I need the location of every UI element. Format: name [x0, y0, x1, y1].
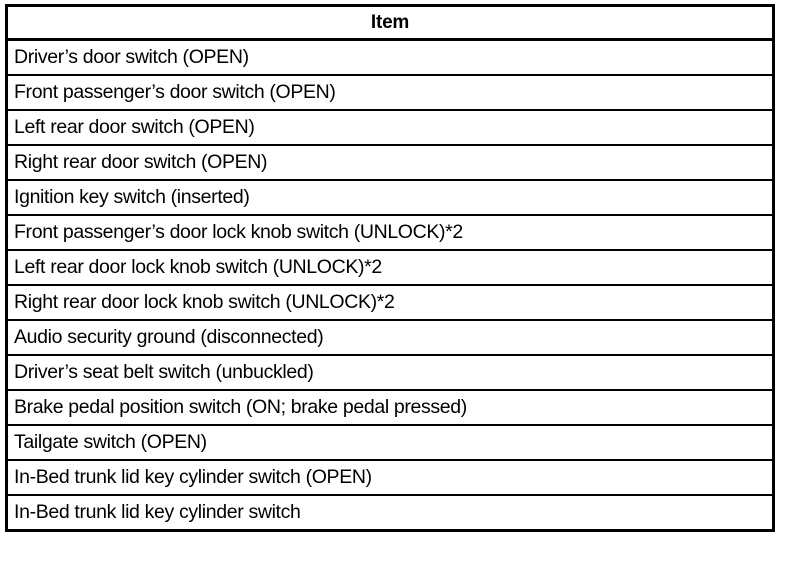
table-row: Tailgate switch (OPEN): [8, 424, 772, 460]
table-cell-item: Driver’s seat belt switch (unbuckled): [8, 354, 772, 390]
table-row: In-Bed trunk lid key cylinder switch: [8, 494, 772, 529]
table-row: Ignition key switch (inserted): [8, 179, 772, 215]
table-cell-item: Front passenger’s door lock knob switch …: [8, 214, 772, 250]
table-row: Right rear door lock knob switch (UNLOCK…: [8, 284, 772, 320]
table-cell-item: Tailgate switch (OPEN): [8, 424, 772, 460]
table-header: Item: [8, 7, 772, 41]
table-cell-item: In-Bed trunk lid key cylinder switch: [8, 494, 772, 529]
table-header-row: Item: [8, 7, 772, 41]
table-cell-item: Brake pedal position switch (ON; brake p…: [8, 389, 772, 425]
table-row: Front passenger’s door switch (OPEN): [8, 74, 772, 110]
table-cell-item: Audio security ground (disconnected): [8, 319, 772, 355]
table-row: Driver’s door switch (OPEN): [8, 40, 772, 76]
table-row: Driver’s seat belt switch (unbuckled): [8, 354, 772, 390]
table-cell-item: Right rear door switch (OPEN): [8, 144, 772, 180]
table-row: Audio security ground (disconnected): [8, 319, 772, 355]
item-table-container: Item Driver’s door switch (OPEN) Front p…: [5, 4, 775, 532]
table-cell-item: Left rear door lock knob switch (UNLOCK)…: [8, 249, 772, 285]
item-table: Item Driver’s door switch (OPEN) Front p…: [8, 7, 772, 529]
table-cell-item: Driver’s door switch (OPEN): [14, 45, 249, 68]
table-cell-item: Ignition key switch (inserted): [8, 179, 772, 215]
table-row: Front passenger’s door lock knob switch …: [8, 214, 772, 250]
table-cell-item: In-Bed trunk lid key cylinder switch (OP…: [8, 459, 772, 495]
table-row: Left rear door switch (OPEN): [8, 109, 772, 145]
table-body: Driver’s door switch (OPEN) Front passen…: [8, 40, 772, 529]
table-row: Brake pedal position switch (ON; brake p…: [8, 389, 772, 425]
table-cell-item: Left rear door switch (OPEN): [8, 109, 772, 145]
table-cell-item: Right rear door lock knob switch (UNLOCK…: [8, 284, 772, 320]
column-header-item: Item: [8, 7, 772, 41]
table-row: Right rear door switch (OPEN): [8, 144, 772, 180]
table-row: Left rear door lock knob switch (UNLOCK)…: [8, 249, 772, 285]
table-row: In-Bed trunk lid key cylinder switch (OP…: [8, 459, 772, 495]
table-cell-item: Front passenger’s door switch (OPEN): [8, 74, 772, 110]
